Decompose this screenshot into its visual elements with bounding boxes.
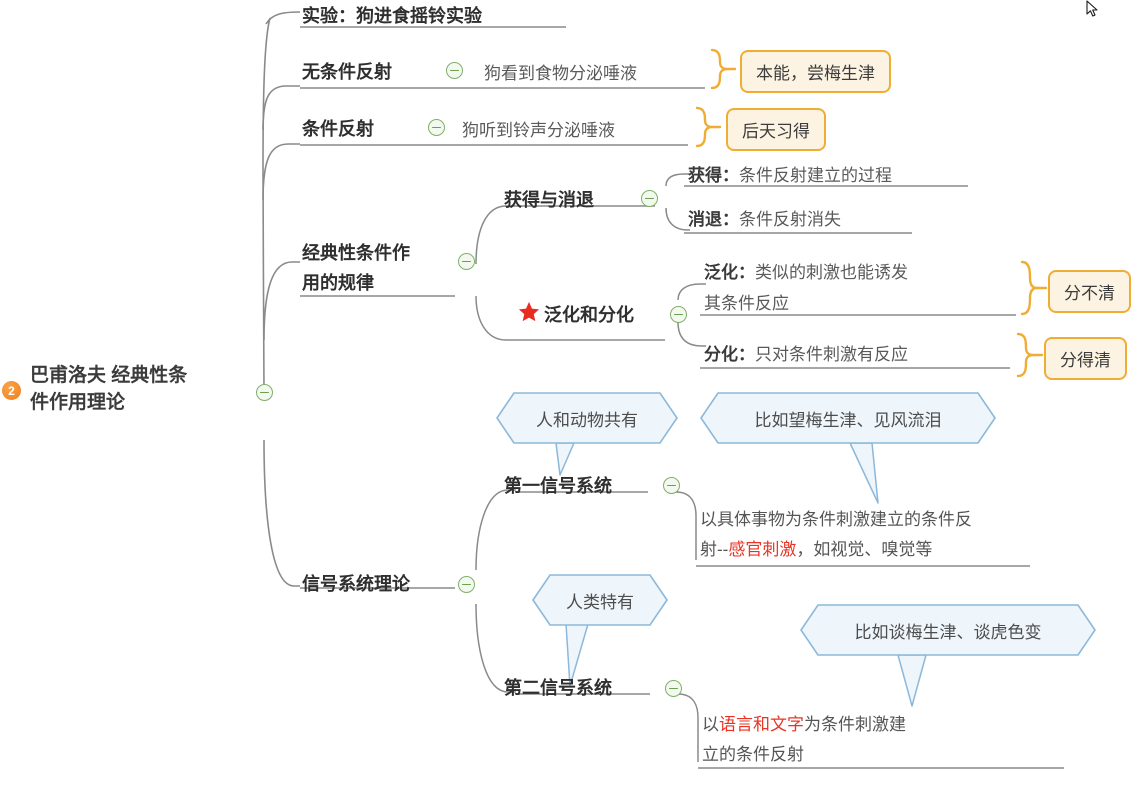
- box-discrimination-note[interactable]: 分得清: [1044, 337, 1127, 380]
- collapse-minus-icon-signal-system[interactable]: [458, 576, 475, 593]
- node-experiment[interactable]: 实验：狗进食摇铃实验: [302, 6, 482, 26]
- bubble-first-example[interactable]: 比如望梅生津、见风流泪: [700, 392, 996, 444]
- mouse-cursor-icon: [1086, 0, 1098, 17]
- classical-laws-line2: 用的规律: [302, 273, 374, 293]
- root-node[interactable]: 巴甫洛夫 经典性条 件作用理论: [30, 362, 240, 416]
- node-unconditioned-reflex[interactable]: 无条件反射: [302, 62, 392, 82]
- leaf-generalization[interactable]: 泛化：类似的刺激也能诱发 其条件反应: [704, 258, 1014, 319]
- node-signal-system-theory[interactable]: 信号系统理论: [302, 574, 410, 594]
- bubble-hex-shape: [700, 392, 996, 444]
- collapse-minus-icon-second-signal[interactable]: [665, 680, 682, 697]
- root-badge: 2: [2, 381, 21, 400]
- box-generalization-note[interactable]: 分不清: [1048, 270, 1131, 313]
- collapse-minus-icon-unconditioned[interactable]: [446, 62, 463, 79]
- leaf-generalization-key: 泛化：: [704, 263, 755, 282]
- bubble-hex-shape: [496, 392, 678, 444]
- node-acquisition-extinction[interactable]: 获得与消退: [504, 190, 594, 210]
- leaf-acquisition[interactable]: 获得：条件反射建立的过程: [688, 161, 892, 186]
- leaf-unconditioned-detail[interactable]: 狗看到食物分泌唾液: [484, 64, 637, 83]
- box-conditioned-note[interactable]: 后天习得: [726, 108, 826, 151]
- note-first-highlight: 感官刺激: [728, 540, 797, 559]
- leaf-extinction-text: 条件反射消失: [739, 210, 841, 229]
- leaf-generalization-text1: 类似的刺激也能诱发: [755, 263, 908, 282]
- collapse-minus-icon-acquisition[interactable]: [641, 190, 658, 207]
- classical-laws-line1: 经典性条件作: [302, 243, 410, 263]
- node-classical-laws[interactable]: 经典性条件作 用的规律: [302, 238, 472, 298]
- note-second-signal-system[interactable]: 以语言和文字为条件刺激建 立的条件反射: [702, 710, 1052, 770]
- collapse-minus-icon-root[interactable]: [256, 384, 273, 401]
- note-second-line2: 立的条件反射: [702, 745, 804, 764]
- bubble-second-unique[interactable]: 人类特有: [532, 574, 668, 626]
- note-first-signal-system[interactable]: 以具体事物为条件刺激建立的条件反 射--感官刺激，如视觉、嗅觉等: [700, 505, 1046, 565]
- note-first-line2a: 射--: [700, 540, 729, 559]
- node-generalization-discrimination[interactable]: 泛化和分化: [544, 305, 634, 325]
- leaf-extinction[interactable]: 消退：条件反射消失: [688, 205, 841, 230]
- node-second-signal-system[interactable]: 第二信号系统: [504, 678, 612, 698]
- bubble-hex-shape: [800, 604, 1096, 656]
- leaf-acquisition-key: 获得：: [688, 166, 739, 185]
- bubble-second-example[interactable]: 比如谈梅生津、谈虎色变: [800, 604, 1096, 656]
- note-first-line1: 以具体事物为条件刺激建立的条件反: [700, 510, 972, 529]
- note-first-line2b: ，如视觉、嗅觉等: [796, 540, 933, 559]
- leaf-generalization-text2: 其条件反应: [704, 294, 789, 313]
- bubble-first-shared[interactable]: 人和动物共有: [496, 392, 678, 444]
- collapse-minus-icon-conditioned[interactable]: [428, 119, 445, 136]
- node-first-signal-system[interactable]: 第一信号系统: [504, 476, 612, 496]
- note-second-line1a: 以: [702, 715, 719, 734]
- leaf-conditioned-detail[interactable]: 狗听到铃声分泌唾液: [462, 121, 615, 140]
- root-label-line2: 件作用理论: [30, 392, 126, 413]
- note-second-line1b: 为条件刺激建: [804, 715, 906, 734]
- node-conditioned-reflex[interactable]: 条件反射: [302, 119, 374, 139]
- box-unconditioned-note[interactable]: 本能，尝梅生津: [740, 50, 891, 93]
- note-second-highlight: 语言和文字: [719, 715, 804, 734]
- red-star-icon: [518, 301, 540, 322]
- collapse-minus-icon-laws[interactable]: [458, 253, 475, 270]
- leaf-discrimination-key: 分化：: [704, 345, 755, 364]
- leaf-discrimination[interactable]: 分化：只对条件刺激有反应: [704, 340, 908, 365]
- leaf-discrimination-text: 只对条件刺激有反应: [755, 345, 908, 364]
- leaf-acquisition-text: 条件反射建立的过程: [739, 166, 892, 185]
- root-label-line1: 巴甫洛夫 经典性条: [30, 365, 188, 386]
- collapse-minus-icon-first-signal[interactable]: [663, 477, 680, 494]
- collapse-minus-icon-generalization[interactable]: [670, 306, 687, 323]
- bubble-hex-shape: [532, 574, 668, 626]
- leaf-extinction-key: 消退：: [688, 210, 739, 229]
